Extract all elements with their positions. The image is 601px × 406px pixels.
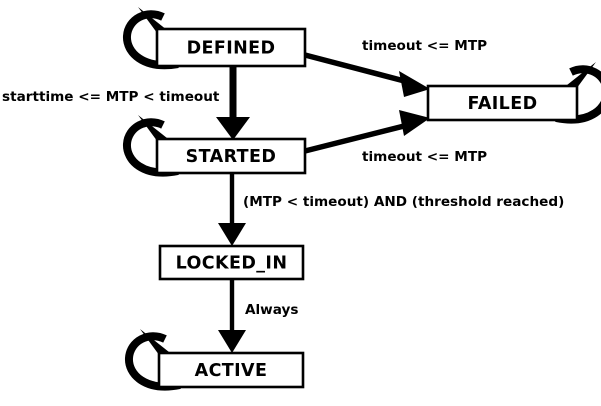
state-box-failed: [426, 84, 579, 122]
edge-started-to-locked-in-arrowhead: [218, 223, 246, 246]
edge-label-started-to-locked-in: (MTP < timeout) AND (threshold reached): [243, 194, 564, 210]
self-loop-active-path: [125, 332, 181, 391]
self-loop-defined-path: [123, 10, 179, 70]
state-box-defined: [155, 27, 307, 68]
edge-defined-to-failed-arrowhead: [399, 71, 430, 97]
edge-label-locked-in-to-active: Always: [245, 302, 298, 318]
self-loop-started-path: [123, 118, 179, 177]
edge-defined-to-started-arrowhead: [216, 117, 250, 140]
state-label-locked-in: LOCKED_IN: [176, 254, 288, 274]
state-label-defined: DEFINED: [187, 39, 276, 59]
edge-started-to-failed-arrowhead: [399, 110, 430, 136]
self-loop-failed-path: [555, 65, 601, 124]
state-label-active: ACTIVE: [195, 361, 268, 381]
edge-locked-in-to-active-arrowhead: [218, 330, 246, 353]
state-box-locked-in: [158, 244, 305, 281]
transition-locked-in-to-active[interactable]: Always: [218, 279, 298, 353]
edge-started-to-failed-line: [304, 121, 413, 154]
state-box-started: [155, 137, 307, 175]
state-node-active[interactable]: ACTIVE: [157, 351, 305, 389]
state-node-locked-in[interactable]: LOCKED_IN: [158, 244, 305, 281]
edge-label-defined-to-started: starttime <= MTP < timeout: [2, 89, 220, 105]
transition-defined-to-failed[interactable]: timeout <= MTP: [304, 38, 487, 97]
edge-label-started-to-failed: timeout <= MTP: [362, 149, 487, 165]
state-node-started[interactable]: STARTED: [155, 137, 307, 175]
transition-started-to-failed[interactable]: timeout <= MTP: [304, 110, 487, 165]
edge-label-defined-to-failed: timeout <= MTP: [362, 38, 487, 54]
transition-started-to-locked-in[interactable]: (MTP < timeout) AND (threshold reached): [218, 173, 564, 246]
state-node-defined[interactable]: DEFINED: [155, 27, 307, 68]
state-node-failed[interactable]: FAILED: [426, 84, 579, 122]
state-label-failed: FAILED: [467, 94, 537, 114]
transition-defined-to-started[interactable]: starttime <= MTP < timeout: [2, 66, 250, 140]
state-label-started: STARTED: [186, 147, 277, 167]
edge-defined-to-failed-line: [304, 52, 413, 86]
state-box-active: [157, 351, 305, 389]
